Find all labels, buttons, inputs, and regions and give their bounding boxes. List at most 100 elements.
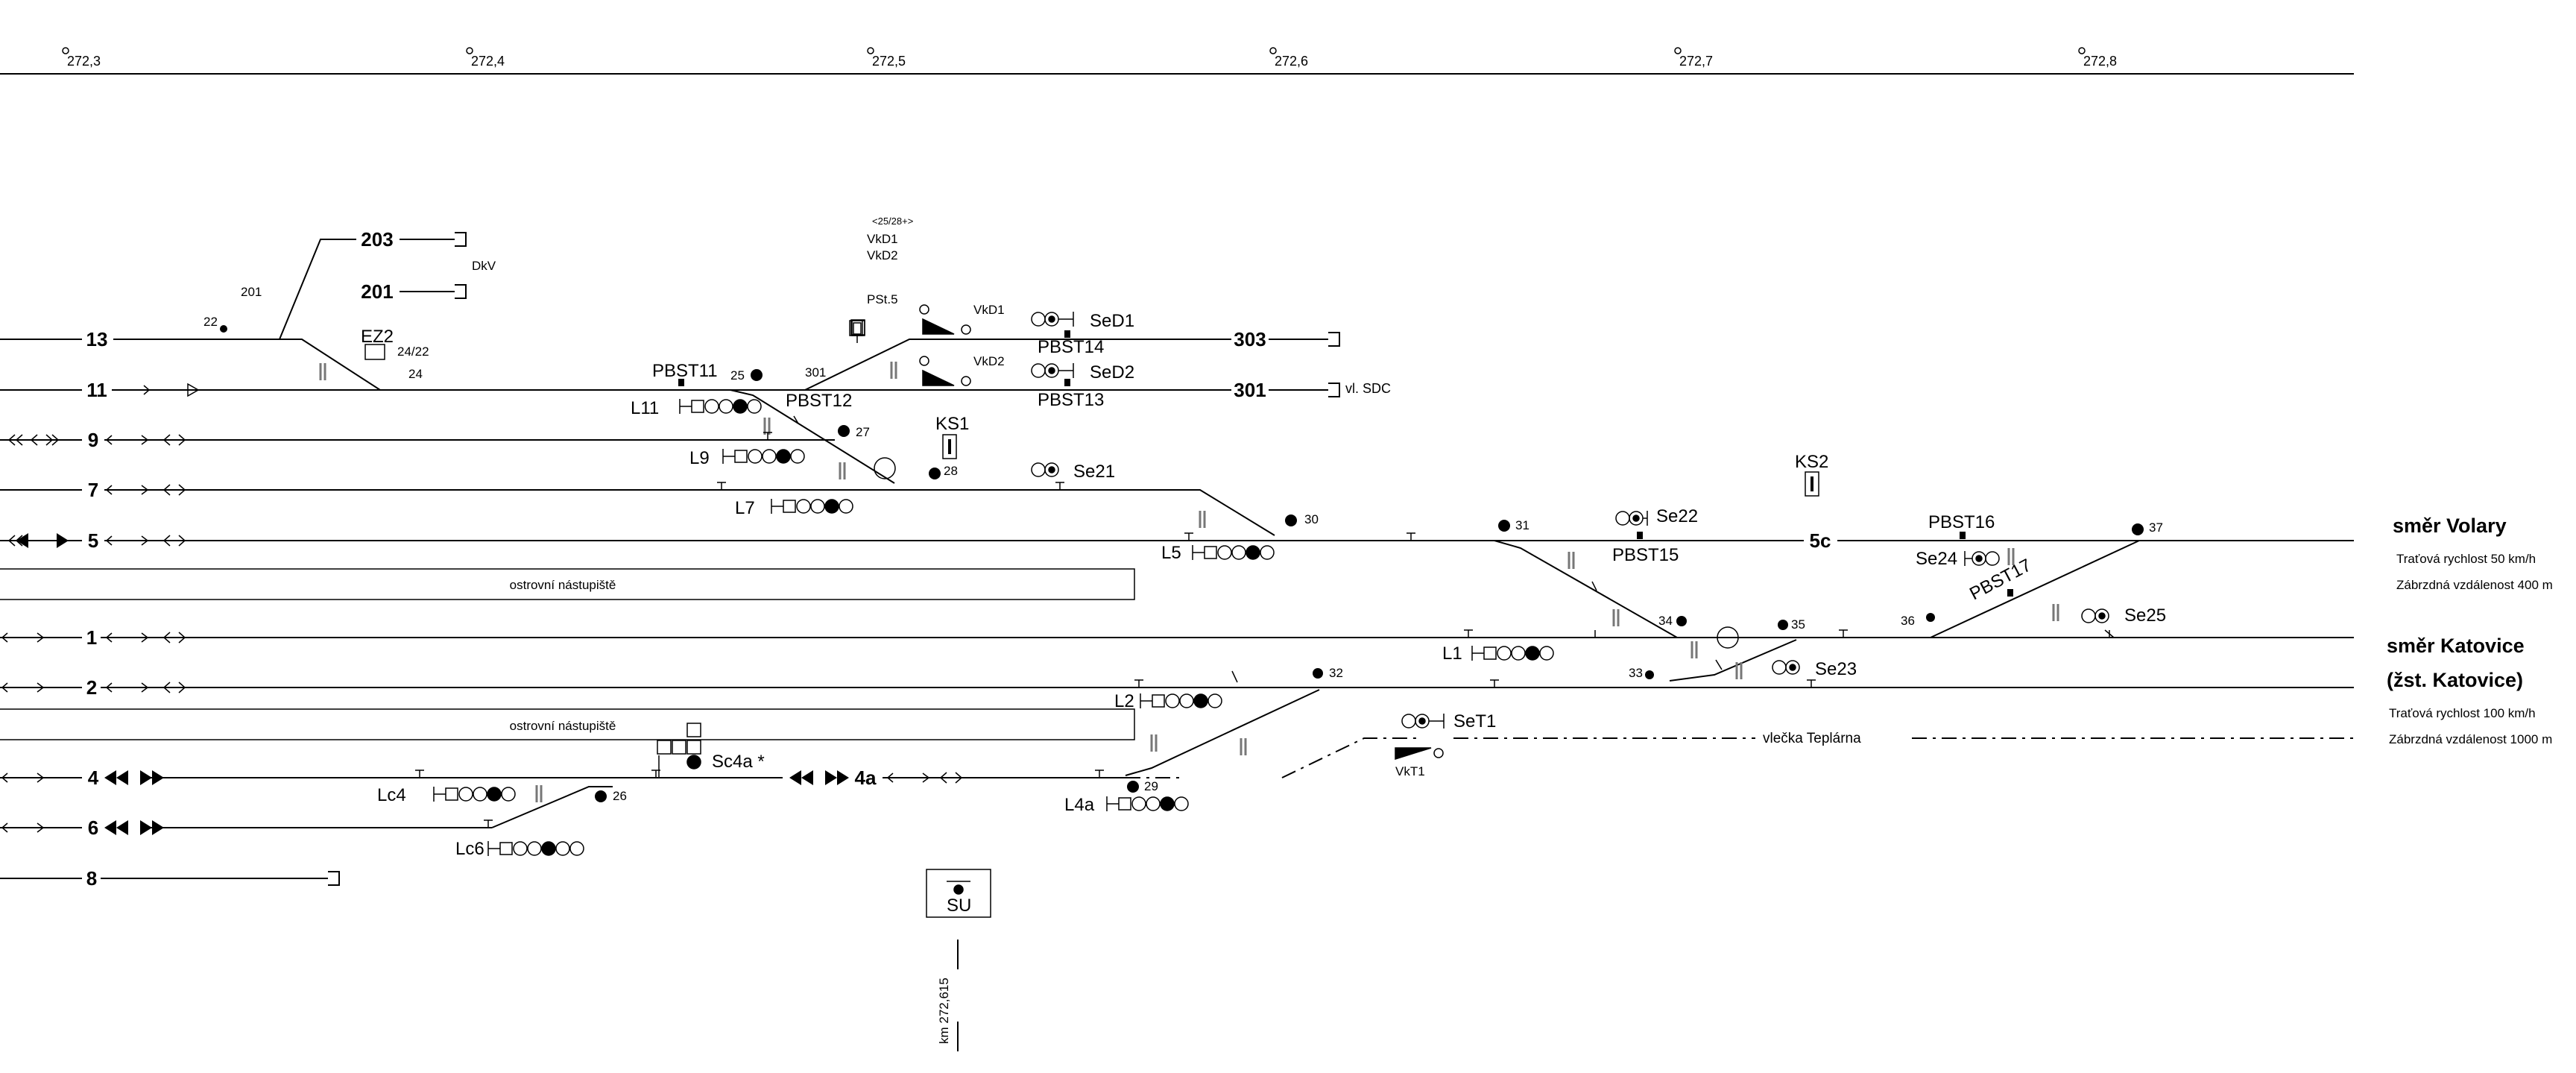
signal-label: Lc6: [455, 839, 484, 859]
switch-number: 301: [805, 365, 826, 380]
signal-label: L5: [1161, 543, 1181, 563]
switch-number: 33: [1629, 666, 1643, 680]
km-tick-label: 272,8: [2083, 54, 2117, 69]
signal-label: KS2: [1795, 452, 1828, 472]
signal-label: Se21: [1073, 462, 1115, 482]
signal-label: VkT1: [1395, 764, 1425, 778]
track-number: 5c: [1810, 529, 1831, 552]
track-number: 303: [1234, 328, 1266, 350]
station-label: SU: [947, 896, 971, 916]
direction-subtitle: (žst. Katovice): [2387, 669, 2523, 691]
km-ruler: [0, 47, 2354, 75]
direction-info: směr Volary Traťová rychlost 50 km/h Záb…: [2387, 515, 2553, 746]
labels: DkV vl. SDC 201 22 EZ2 24/22 24 PBST11 2…: [203, 215, 2166, 1044]
track-number: 201: [361, 280, 393, 303]
switch-number: 31: [1515, 518, 1530, 532]
signal-label: Se23: [1815, 659, 1857, 679]
switch-number: 26: [613, 789, 627, 803]
track-lines: [0, 232, 2354, 1051]
speed-info: Traťová rychlost 50 km/h: [2396, 552, 2536, 566]
signal-label: PBST16: [1928, 512, 1995, 532]
km-tick-label: 272,5: [872, 54, 906, 69]
track-number: 301: [1234, 379, 1266, 401]
switch-points: [220, 325, 2144, 802]
signal-label: Se22: [1656, 506, 1698, 526]
braking-info: Zábrzdná vzdálenost 400 m: [2396, 578, 2553, 592]
km-tick-label: 272,3: [67, 54, 101, 69]
switch-number: 201: [241, 285, 262, 299]
signal-label: PBST13: [1038, 390, 1104, 410]
switch-number: 32: [1329, 666, 1343, 680]
signals: [364, 312, 2109, 918]
track-number: 203: [361, 228, 393, 251]
km-marker-label: km 272,615: [937, 978, 951, 1044]
switch-number: 30: [1304, 512, 1319, 526]
speed-info: Traťová rychlost 100 km/h: [2389, 706, 2536, 720]
signal-label: L2: [1114, 691, 1134, 711]
direction-title: směr Katovice: [2387, 635, 2525, 657]
switch-number: 24/22: [397, 344, 429, 359]
signal-label: KS1: [935, 414, 969, 434]
signal-label: Se25: [2124, 605, 2166, 626]
signal-label: PBST12: [786, 391, 852, 411]
signal-label: L4a: [1064, 795, 1095, 815]
track-number: 4: [88, 767, 99, 789]
signal-label: EZ2: [361, 327, 394, 347]
switch-number: 28: [944, 464, 958, 478]
signal-label: Sc4a *: [712, 752, 765, 772]
switch-number: 35: [1791, 617, 1805, 632]
signal-label: PBST15: [1612, 545, 1679, 565]
switch-number: 29: [1144, 779, 1158, 793]
signal-label: SeD1: [1090, 311, 1134, 331]
signal-label: Lc4: [377, 785, 406, 805]
platform: [0, 568, 1135, 600]
direction-title: směr Volary: [2393, 515, 2507, 537]
signal-label: SeD2: [1090, 362, 1134, 383]
track-number: 2: [86, 676, 97, 699]
signal-label: PBST11: [652, 361, 718, 381]
track-number: 1: [86, 626, 97, 649]
platform: [0, 708, 1135, 740]
signal-label: VkD2: [867, 248, 898, 262]
km-labels: 272,3 272,4 272,5 272,6 272,7 272,8: [67, 54, 2117, 69]
signal-label: PBST14: [1038, 337, 1104, 357]
filled-arrows: [16, 533, 849, 835]
direction-label: vl. SDC: [1345, 381, 1391, 396]
km-tick-label: 272,4: [471, 54, 505, 69]
track-number: 13: [86, 328, 108, 350]
track-number: 5: [88, 529, 98, 552]
direction-arrows: [1, 383, 963, 833]
derailers: [919, 304, 1444, 761]
siding-label: DkV: [472, 259, 496, 273]
signal-label: L9: [689, 448, 710, 468]
signal-label: VkD1: [973, 303, 1005, 317]
track-number: 6: [88, 816, 98, 839]
switch-number: 34: [1658, 614, 1673, 628]
switch-number: 37: [2149, 520, 2163, 535]
platform-label: ostrovní nástupiště: [510, 578, 616, 592]
insulated-joints: [319, 362, 2059, 802]
siding-label: vlečka Teplárna: [1763, 731, 1861, 746]
signal-label: Se24: [1916, 549, 1957, 569]
switch-number: 24: [408, 367, 423, 381]
track-number: 7: [88, 479, 98, 501]
platform-label: ostrovní nástupiště: [510, 719, 616, 733]
signal-label: L7: [735, 498, 755, 518]
platforms: [0, 568, 1135, 740]
signal-label: L11: [631, 398, 659, 418]
signal-label: L1: [1442, 644, 1462, 664]
signal-label: PSt.5: [867, 292, 898, 306]
track-number: 9: [88, 429, 98, 451]
switch-number: 27: [856, 425, 870, 439]
clearance-markers: [415, 415, 2115, 828]
track-number: 11: [86, 379, 107, 401]
track-number: 8: [86, 867, 97, 890]
switch-number: 36: [1901, 614, 1915, 628]
signal-label: VkD1: [867, 232, 898, 246]
track-number-bg: [82, 228, 1837, 890]
signal-label: VkD2: [973, 354, 1005, 368]
track-numbers: 203 201 13 11 9 7 5 1 2 4 6 8 303 301 5c…: [86, 228, 1831, 890]
switch-number: 22: [203, 315, 218, 329]
